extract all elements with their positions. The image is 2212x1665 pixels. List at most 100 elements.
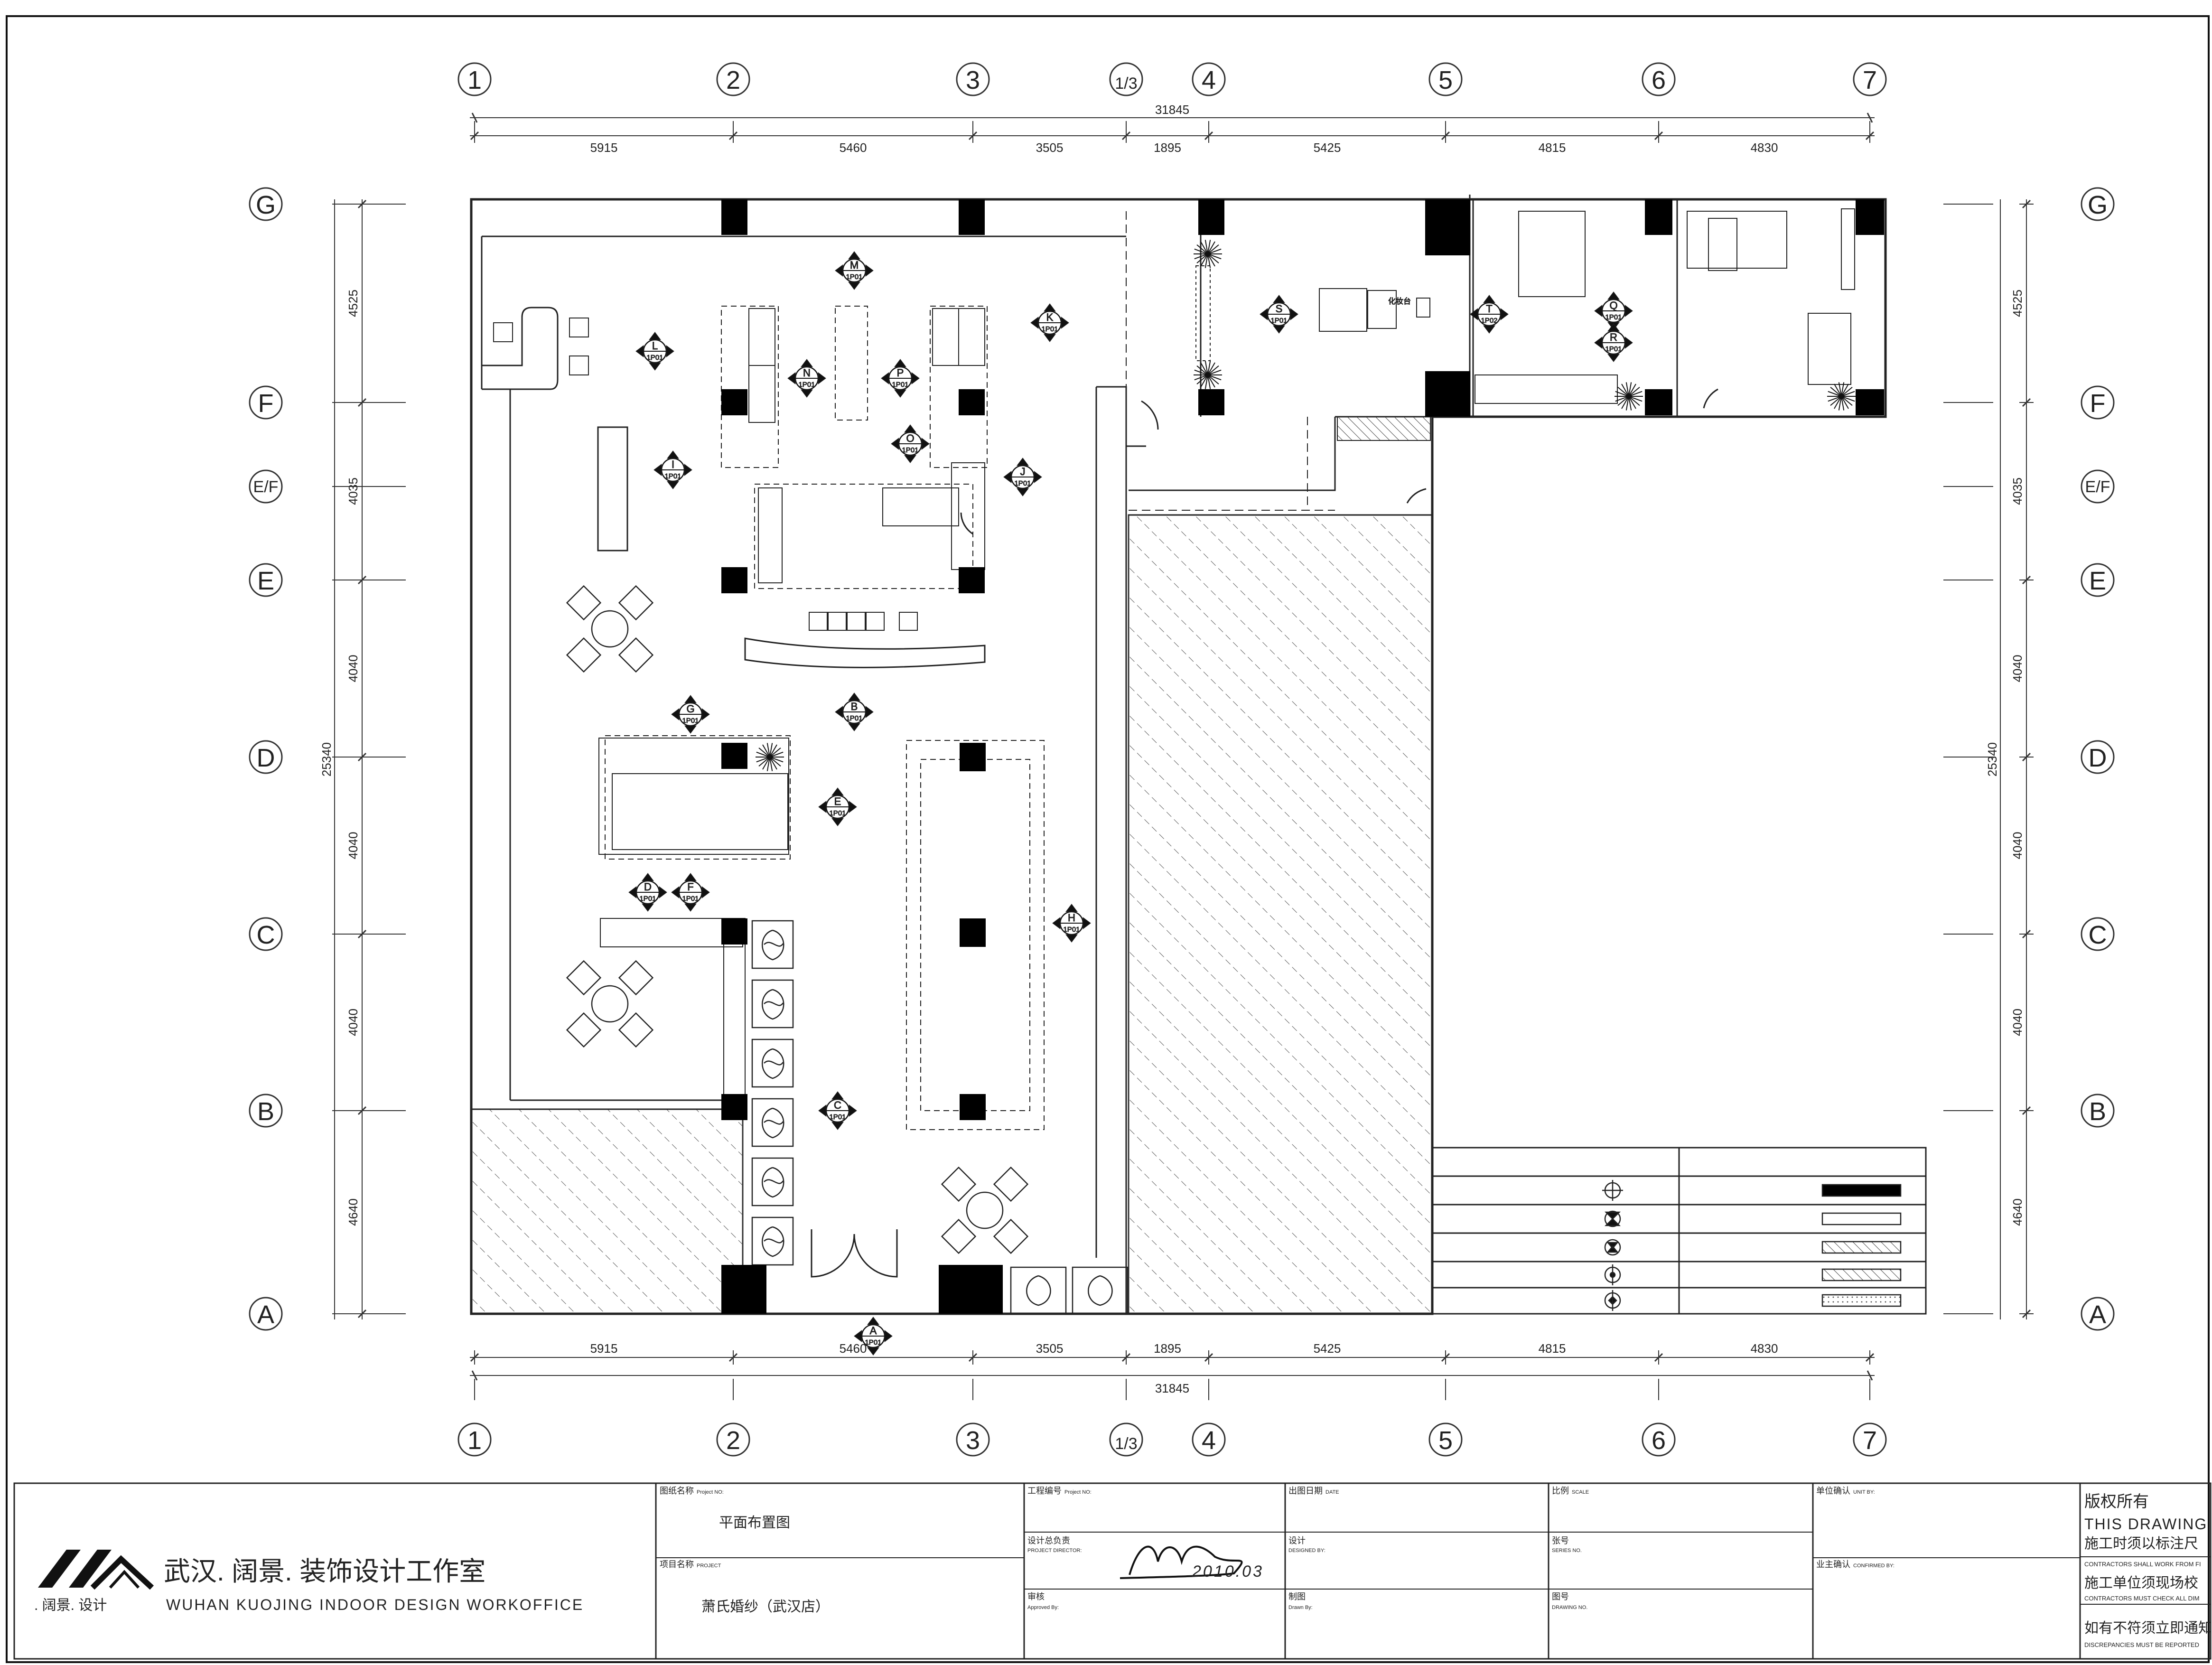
view-marker-arrow [1017,488,1029,496]
view-marker-letter: D [644,881,652,893]
dim-tick [357,199,367,209]
note1-en: CONTRACTORS SHALL WORK FROM FI [2084,1561,2201,1568]
dim-span-h: 1895 [1154,1341,1181,1356]
drawn-label-en: Drawn By: [1288,1605,1313,1610]
reception-counter [482,307,559,390]
dim-tick [470,1353,479,1362]
dress-icon [762,989,784,1020]
structural-column [1856,389,1884,415]
grid-bubble-row [2081,385,2115,420]
view-marker-code: 1P01 [829,809,846,817]
dim-tick [471,1370,478,1381]
view-marker-arrow [653,464,662,476]
grid-label-row: D [257,744,275,772]
grid-label-row: E/F [2085,478,2110,496]
plant-leaf [1628,386,1640,397]
view-markers: A1P01B1P01C1P01D1P01E1P01F1P01G1P01H1P01… [628,251,1633,1356]
view-marker-arrow [787,372,796,384]
round-table [591,610,629,648]
grid-label-row: G [256,191,276,219]
view-marker-code: 1P01 [892,381,908,389]
plant-icon [1827,382,1856,411]
grid-bubble-col [457,1422,492,1457]
drawing-name: 平面布置图 [719,1515,790,1531]
plant-leaf [1841,382,1845,397]
view-marker-letter: Q [1609,299,1617,311]
project-no-label-en: Project NO: [1064,1489,1092,1495]
dress-box [751,920,794,969]
plant-leaf [1617,396,1629,406]
grid-bubble-row [2081,469,2115,504]
view-marker-arrow [642,873,654,881]
chair [566,637,602,673]
plant-leaf [1841,386,1853,397]
note3-cn: 如有不符须立即通知 [2084,1620,2212,1636]
grid-bubble-col [457,62,492,96]
plant-leaf [1207,374,1215,388]
view-marker-arrow [848,692,860,701]
plant-leaf [758,757,770,767]
view-marker-letter: N [803,367,811,379]
plant-leaf [1834,384,1842,397]
plant-leaf [1207,361,1211,375]
table-chair-sets [566,585,1029,1254]
view-marker-arrow [701,708,710,720]
grid-bubble-col [1192,1422,1226,1457]
view-marker-arrow [1065,934,1078,943]
view-marker-arrow [1624,337,1633,349]
grid-label-row: G [2088,191,2108,219]
grid-label-col: 1 [467,1426,482,1455]
structural-column [721,1094,747,1120]
view-marker-code: 1P01 [846,273,862,281]
view-marker-arrow [642,903,654,912]
view-marker-arrow [667,481,679,489]
plant-leaf [1200,241,1208,254]
dress-box [751,1098,794,1147]
view-marker-arrow [1483,325,1495,334]
chair [993,1218,1029,1254]
grid-label-col: 3 [966,66,980,94]
director-label: 设计总负责 [1027,1536,1070,1545]
grid-bubble-col [1853,1422,1887,1457]
view-marker-code: 1P01 [639,895,656,903]
legend-table [1431,1147,1927,1315]
view-marker-letter: G [686,703,694,715]
plant-leaf [1194,369,1208,375]
view-marker-arrow [894,389,906,398]
plant-leaf [769,751,784,758]
icon-stroke [1606,1242,1619,1253]
dim-tick [357,1106,367,1115]
view-marker-arrow [854,1330,862,1342]
plant-leaf [766,757,770,771]
entry-door [811,388,1718,1278]
dim-tick [1867,1370,1873,1381]
plant-leaf [1207,240,1211,254]
drawn-label: 制图 [1288,1592,1306,1601]
chair [941,1218,977,1254]
plant-icon [1615,382,1643,411]
grid-label-row: C [257,921,275,949]
view-marker-arrow [649,362,661,371]
plant-leaf [1207,244,1219,254]
grid-bubble-col [1109,1422,1143,1457]
plant-leaf [1841,396,1853,406]
dim-span-h: 4830 [1751,1341,1778,1356]
chair [941,1166,977,1202]
grid-bubble-col [1428,62,1463,96]
chair [618,1012,654,1048]
grid-label-row: F [2090,389,2106,418]
ceiling-light-icon [1604,1290,1621,1311]
chair [566,1012,602,1048]
note2-cn: 施工单位须现场校 [2084,1575,2198,1591]
plant-leaf [1841,396,1855,402]
view-marker-arrow [1607,354,1620,362]
view-marker-arrow [894,359,906,367]
dim-tick [1204,1353,1213,1362]
view-marker-letter: E [834,795,841,807]
dim-tick [728,131,738,140]
grid-bubble-col [716,62,750,96]
